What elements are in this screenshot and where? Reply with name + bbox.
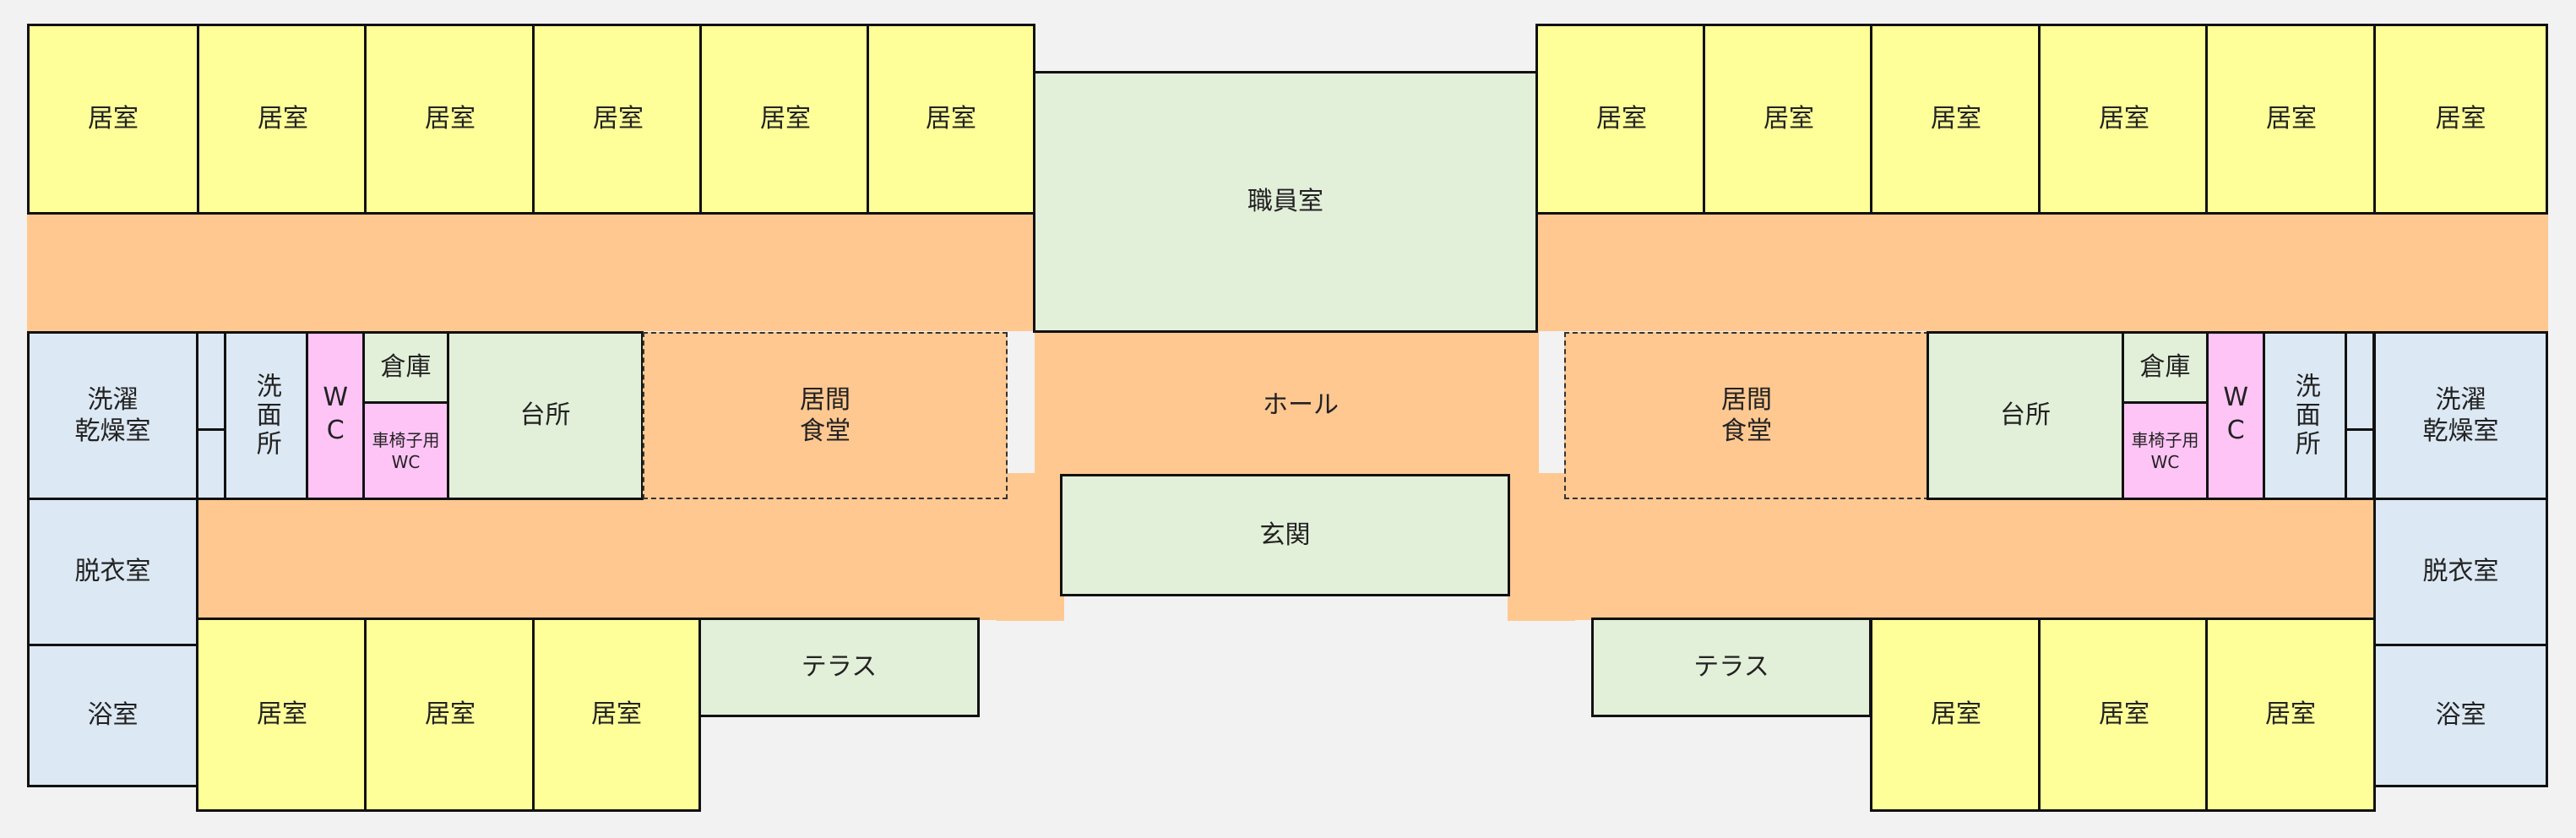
dressing-room-left: 脱衣室 bbox=[27, 498, 198, 646]
corridor-lower-left bbox=[196, 498, 1062, 620]
shaft-left-lower bbox=[196, 428, 226, 500]
accessible-wc-label: 車椅子用 WC bbox=[2131, 429, 2199, 472]
storage-label: 倉庫 bbox=[380, 352, 432, 383]
bedroom-top-left-3: 居室 bbox=[364, 24, 536, 215]
living-dining-left: 居間 食堂 bbox=[643, 332, 1008, 499]
laundry-dry-room-label: 洗濯 乾燥室 bbox=[2422, 384, 2499, 447]
bedroom-top-right-1: 居室 bbox=[1535, 24, 1708, 215]
room-label: 居室 bbox=[926, 104, 976, 134]
bedroom-bottom-left-2: 居室 bbox=[364, 618, 536, 812]
bedroom-top-left-6: 居室 bbox=[867, 24, 1035, 215]
accessible-wc-right: 車椅子用 WC bbox=[2122, 401, 2209, 500]
kitchen-right: 台所 bbox=[1927, 331, 2124, 500]
storage-left: 倉庫 bbox=[362, 331, 449, 404]
staff-room: 職員室 bbox=[1033, 71, 1538, 333]
entrance-label: 玄関 bbox=[1259, 520, 1311, 550]
room-label: 居室 bbox=[593, 104, 644, 134]
hall-area bbox=[1035, 331, 1539, 476]
room-label: 居室 bbox=[258, 104, 308, 134]
wc-left: WC bbox=[306, 331, 365, 500]
living-dining-label: 居間 食堂 bbox=[800, 384, 851, 447]
bedroom-bottom-right-1: 居室 bbox=[1870, 618, 2042, 812]
bedroom-bottom-left-3: 居室 bbox=[532, 618, 701, 812]
terrace-label: テラス bbox=[801, 652, 878, 683]
wc-label: WC bbox=[320, 383, 351, 449]
accessible-wc-label: 車椅子用 WC bbox=[372, 429, 440, 472]
room-label: 居室 bbox=[1596, 104, 1647, 134]
bedroom-top-right-3: 居室 bbox=[1870, 24, 2042, 215]
corridor-link-right bbox=[1508, 473, 1575, 621]
staff-room-label: 職員室 bbox=[1247, 187, 1323, 217]
bedroom-top-left-1: 居室 bbox=[27, 24, 199, 215]
shaft-left-upper bbox=[196, 331, 226, 431]
room-label: 居室 bbox=[2266, 104, 2317, 134]
bedroom-bottom-right-2: 居室 bbox=[2038, 618, 2210, 812]
room-label: 居室 bbox=[2099, 104, 2149, 134]
room-label: 居室 bbox=[591, 699, 642, 730]
bathroom-right: 浴室 bbox=[2373, 644, 2548, 787]
bedroom-top-left-2: 居室 bbox=[197, 24, 369, 215]
room-label: 居室 bbox=[88, 104, 139, 134]
room-label: 居室 bbox=[760, 104, 811, 134]
terrace-right: テラス bbox=[1591, 618, 1872, 717]
terrace-left: テラス bbox=[698, 618, 980, 717]
storage-label: 倉庫 bbox=[2139, 352, 2191, 383]
room-label: 居室 bbox=[1931, 699, 1981, 730]
washroom-right: 洗面所 bbox=[2263, 331, 2347, 500]
kitchen-left: 台所 bbox=[447, 331, 644, 500]
terrace-label: テラス bbox=[1693, 652, 1769, 683]
dressing-room-right: 脱衣室 bbox=[2373, 498, 2548, 646]
room-label: 居室 bbox=[2265, 699, 2316, 730]
storage-right: 倉庫 bbox=[2122, 331, 2209, 404]
bedroom-top-right-4: 居室 bbox=[2038, 24, 2210, 215]
room-label: 居室 bbox=[2099, 699, 2149, 730]
room-label: 居室 bbox=[1764, 104, 1814, 134]
bedroom-top-right-5: 居室 bbox=[2205, 24, 2378, 215]
bedroom-top-right-2: 居室 bbox=[1703, 24, 1875, 215]
accessible-wc-left: 車椅子用 WC bbox=[362, 401, 449, 500]
dressing-room-label: 脱衣室 bbox=[74, 557, 151, 587]
wc-right: WC bbox=[2206, 331, 2265, 500]
kitchen-label: 台所 bbox=[2000, 400, 2051, 431]
living-dining-right: 居間 食堂 bbox=[1564, 332, 1929, 499]
bathroom-label: 浴室 bbox=[2435, 700, 2486, 731]
corridor-lower-right bbox=[1508, 498, 2376, 620]
room-label: 居室 bbox=[425, 699, 476, 730]
room-label: 居室 bbox=[425, 104, 476, 134]
entrance: 玄関 bbox=[1060, 474, 1510, 596]
washroom-label: 洗面所 bbox=[2290, 373, 2320, 459]
living-dining-label: 居間 食堂 bbox=[1721, 384, 1772, 447]
kitchen-label: 台所 bbox=[519, 400, 571, 431]
corridor-link-left bbox=[997, 473, 1064, 621]
dressing-room-label: 脱衣室 bbox=[2422, 557, 2499, 587]
bathroom-label: 浴室 bbox=[87, 700, 139, 731]
room-label: 居室 bbox=[1931, 104, 1981, 134]
corridor-upper-left bbox=[27, 213, 1036, 331]
bedroom-top-right-6: 居室 bbox=[2373, 24, 2548, 215]
laundry-dry-room-label: 洗濯 乾燥室 bbox=[74, 384, 151, 447]
bedroom-top-left-4: 居室 bbox=[532, 24, 704, 215]
laundry-dry-room-left: 洗濯 乾燥室 bbox=[27, 331, 198, 500]
room-label: 居室 bbox=[257, 699, 307, 730]
bathroom-left: 浴室 bbox=[27, 644, 198, 787]
bedroom-bottom-right-3: 居室 bbox=[2205, 618, 2376, 812]
washroom-label: 洗面所 bbox=[251, 373, 281, 459]
room-label: 居室 bbox=[2435, 104, 2486, 134]
shaft-right-upper bbox=[2345, 331, 2375, 431]
washroom-left: 洗面所 bbox=[224, 331, 308, 500]
bedroom-top-left-5: 居室 bbox=[699, 24, 872, 215]
laundry-dry-room-right: 洗濯 乾燥室 bbox=[2373, 331, 2548, 500]
hall-label: ホール bbox=[1263, 390, 1339, 421]
wc-label: WC bbox=[2220, 383, 2251, 449]
corridor-upper-right bbox=[1536, 213, 2548, 331]
bedroom-bottom-left-1: 居室 bbox=[196, 618, 368, 812]
shaft-right-lower bbox=[2345, 428, 2375, 500]
